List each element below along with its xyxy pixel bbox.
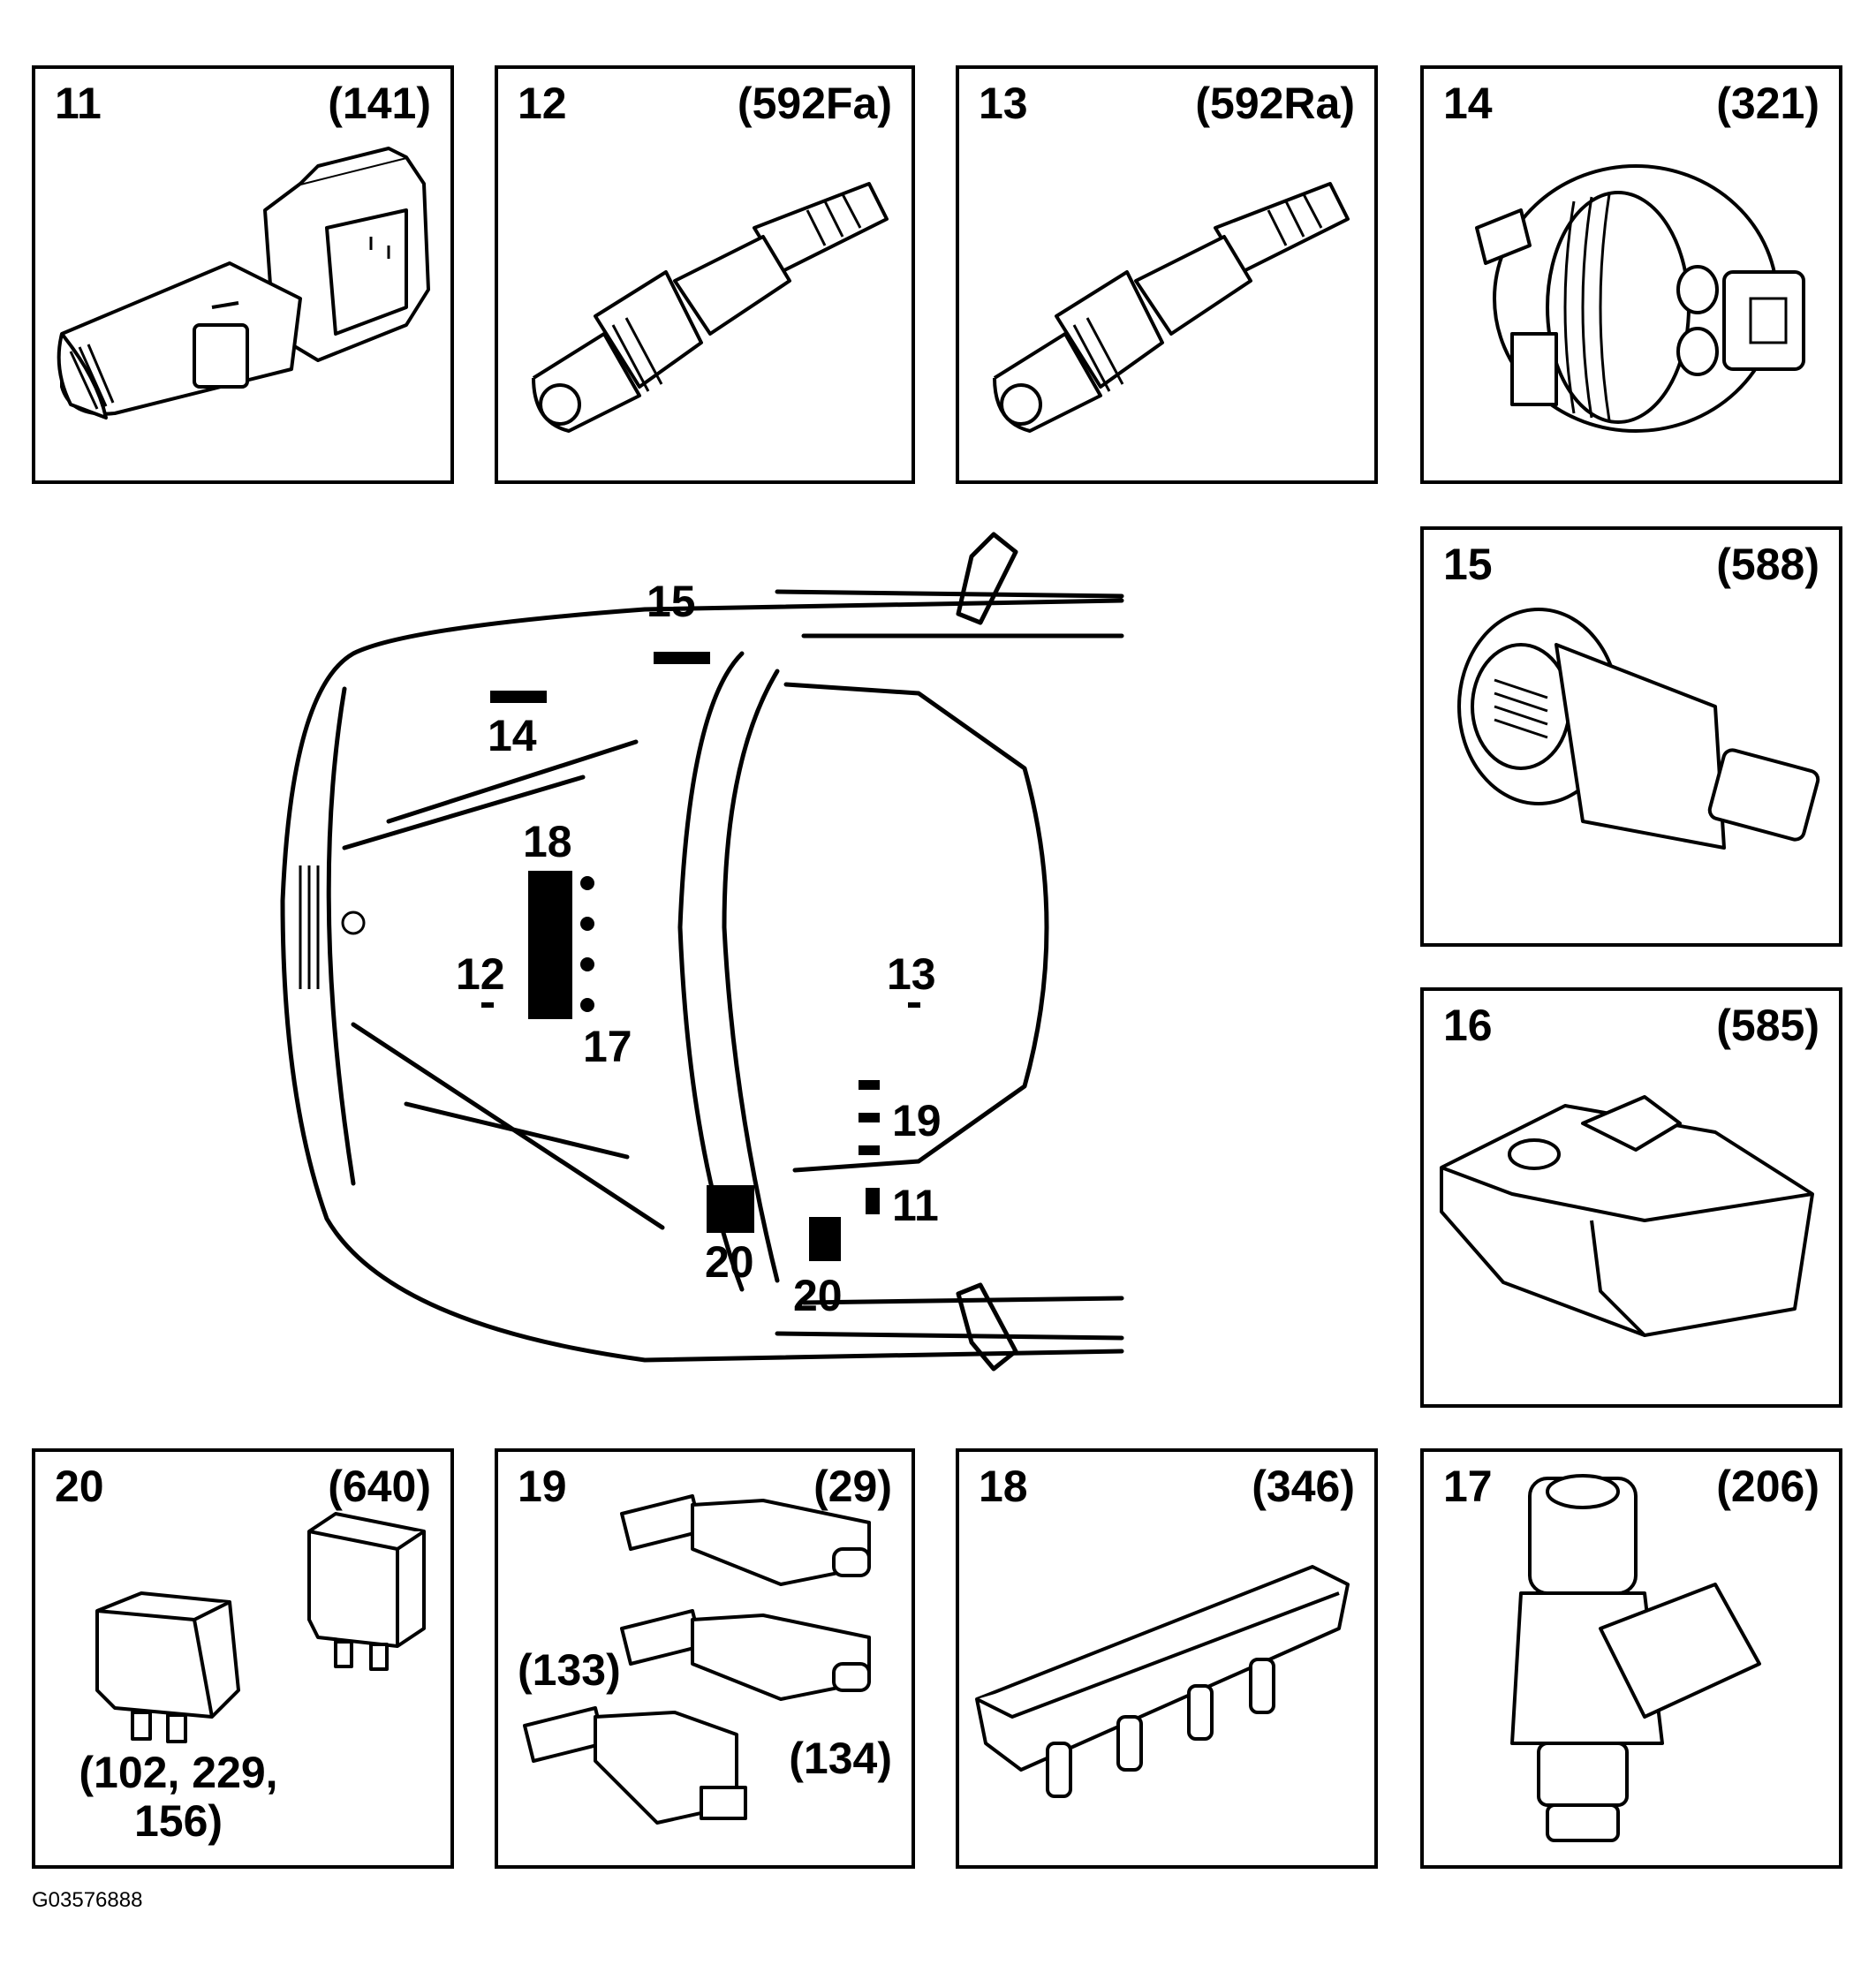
component-panel-17: 17 (206) <box>1420 1448 1842 1869</box>
idle-air-control-valve-icon <box>1457 608 1820 850</box>
component-code: (592Fa) <box>737 79 892 128</box>
component-alt-code-133: (133) <box>518 1645 621 1695</box>
marker-17 <box>580 876 594 890</box>
car-label-15: 15 <box>647 577 696 626</box>
car-label-20b: 20 <box>793 1271 843 1320</box>
component-code: (321) <box>1716 79 1819 128</box>
component-number: 12 <box>518 79 567 128</box>
component-panel-19: 19 (29) (133) (134) <box>495 1448 915 1869</box>
component-number: 13 <box>979 79 1028 128</box>
car-label-18: 18 <box>523 817 572 866</box>
component-panel-16: 16 (585) <box>1420 987 1842 1408</box>
component-panel-14: 14 (321) <box>1420 65 1842 484</box>
marker-12 <box>481 1002 494 1008</box>
component-code: (29) <box>813 1462 892 1511</box>
marker-14 <box>490 691 547 703</box>
car-label-14: 14 <box>488 711 537 760</box>
component-code: (346) <box>1252 1462 1355 1511</box>
canister-purge-valve-icon <box>1475 164 1805 433</box>
car-label-17: 17 <box>583 1022 632 1071</box>
component-code: (585) <box>1716 1001 1819 1050</box>
oxygen-sensor-front-icon <box>532 182 889 433</box>
component-panel-18: 18 (346) <box>956 1448 1378 1869</box>
left-mirror <box>956 532 1018 625</box>
car-label-12: 12 <box>456 949 505 999</box>
component-alt-codes: (102, 229, 156) <box>79 1748 278 1846</box>
component-panel-11: 11 (141) <box>32 65 454 484</box>
fuel-injector-icon <box>1510 1474 1761 1842</box>
car-body-outline <box>280 598 1124 1363</box>
car-label-11: 11 <box>892 1181 939 1230</box>
component-number: 11 <box>55 79 102 128</box>
component-number: 17 <box>1443 1462 1493 1511</box>
car-label-13: 13 <box>887 949 936 999</box>
component-code: (141) <box>328 79 431 128</box>
component-panel-13: 13 (592Ra) <box>956 65 1378 484</box>
marker-13 <box>908 1002 920 1008</box>
component-number: 18 <box>979 1462 1028 1511</box>
component-code: (206) <box>1716 1462 1819 1511</box>
marker-20a <box>707 1185 754 1233</box>
component-panel-20: 20 (640) (102, 229, 156) <box>32 1448 454 1869</box>
vehicle-top-view-diagram <box>280 532 1124 1372</box>
car-label-19: 19 <box>892 1096 942 1145</box>
marker-20b <box>809 1217 841 1261</box>
component-number: 19 <box>518 1462 567 1511</box>
brake-light-switch-icon <box>523 1494 871 1825</box>
marker-19 <box>859 1080 880 1090</box>
component-code: (588) <box>1716 540 1819 589</box>
component-code: (640) <box>328 1462 431 1511</box>
component-panel-12: 12 (592Fa) <box>495 65 915 484</box>
component-number: 16 <box>1443 1001 1493 1050</box>
component-panel-15: 15 (588) <box>1420 526 1842 947</box>
relay-icon <box>95 1512 426 1743</box>
turn-signal-stalk-switch-icon <box>57 147 430 419</box>
component-number: 15 <box>1443 540 1493 589</box>
component-alt-code-134: (134) <box>789 1734 892 1783</box>
right-mirror <box>956 1282 1018 1372</box>
component-code: (592Ra) <box>1195 79 1355 128</box>
marker-15 <box>654 652 710 664</box>
component-number: 20 <box>55 1462 104 1511</box>
cabin-outline <box>783 682 1049 1173</box>
component-number: 14 <box>1443 79 1493 128</box>
car-label-20a: 20 <box>705 1237 754 1287</box>
marker-18 <box>528 871 572 1019</box>
marker-11 <box>866 1188 880 1214</box>
pressure-sensor-icon <box>1440 1095 1814 1337</box>
fuel-rail-injector-assembly-icon <box>975 1565 1350 1798</box>
oxygen-sensor-rear-icon <box>993 182 1350 433</box>
figure-id: G03576888 <box>32 1888 143 1912</box>
